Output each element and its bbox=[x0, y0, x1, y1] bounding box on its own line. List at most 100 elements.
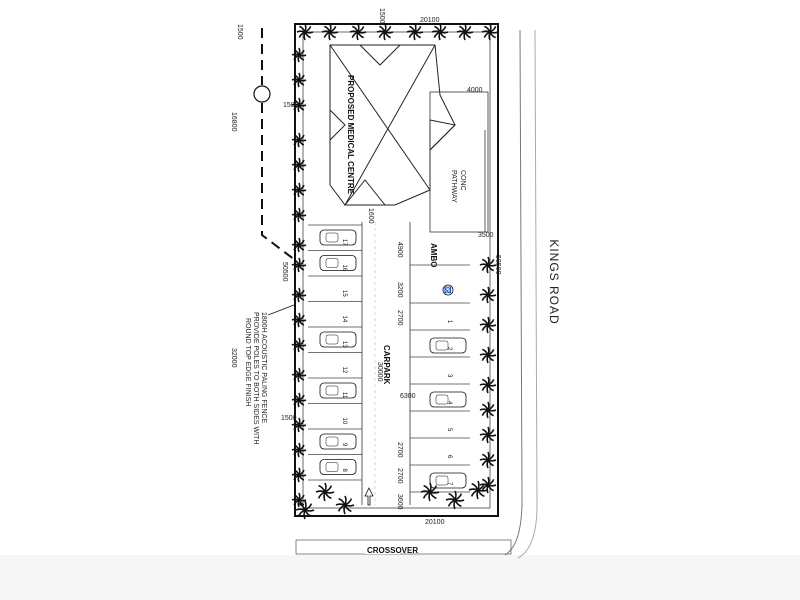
dim-2700-c: 2700 bbox=[396, 468, 403, 484]
bay-number: 13 bbox=[341, 341, 347, 348]
pathway-label-2: PATHWAY bbox=[450, 170, 457, 203]
palm-tree-icon bbox=[456, 23, 474, 41]
direction-arrow-icon bbox=[364, 487, 374, 506]
fence-note-line-2: PROVIDE POLES TO BOTH SIDES WITH bbox=[252, 312, 259, 444]
dim-left-top-1500: 1500 bbox=[283, 102, 299, 109]
dim-bottom-width: 20100 bbox=[425, 519, 445, 526]
left-parking-bays: 17 16 15 14 13 12 11 10 9 8 bbox=[308, 224, 362, 481]
dim-top-offset: 1500 bbox=[378, 8, 385, 24]
bay-number: 11 bbox=[341, 392, 347, 399]
palm-tree-icon bbox=[291, 47, 307, 63]
pathway-label-1: CONC bbox=[459, 170, 466, 191]
palm-tree-icon bbox=[291, 257, 307, 273]
palm-tree-icon bbox=[296, 23, 314, 41]
palm-tree-icon bbox=[291, 287, 307, 303]
bay-number: 3 bbox=[446, 374, 452, 378]
bay-number: 12 bbox=[341, 367, 347, 374]
carpark-label: CARPARK bbox=[382, 345, 391, 385]
accessible-parking-icon: ♿ bbox=[442, 284, 454, 296]
bay-number: 9 bbox=[341, 443, 347, 447]
ambo-label: AMBO bbox=[429, 243, 438, 267]
parking-bay-17: 17 bbox=[308, 224, 362, 246]
dim-left-32000: 32000 bbox=[230, 348, 237, 368]
bay-number: 2 bbox=[446, 347, 452, 351]
dim-right-3500: 3500 bbox=[478, 232, 494, 239]
dim-left-16800: 16800 bbox=[230, 112, 237, 132]
bay-number: 1 bbox=[446, 320, 452, 324]
palm-tree-icon bbox=[291, 72, 307, 88]
palm-tree-icon bbox=[479, 316, 497, 334]
palm-tree-icon bbox=[479, 256, 497, 274]
landscaping bbox=[291, 23, 499, 520]
tree-marker-icon bbox=[253, 85, 271, 103]
parking-bay-8: 8 bbox=[308, 454, 362, 475]
bay-number: 8 bbox=[341, 469, 347, 473]
parking-bay-12: 12 bbox=[308, 352, 362, 374]
svg-text:♿: ♿ bbox=[444, 286, 452, 294]
palm-tree-icon bbox=[479, 376, 497, 394]
bay-number: 17 bbox=[341, 239, 347, 246]
building-label: PROPOSED MEDICAL CENTRE bbox=[346, 75, 355, 195]
bay-number: 4 bbox=[446, 401, 452, 405]
palm-tree-icon bbox=[315, 482, 335, 502]
dim-left-bottom-1500: 1500 bbox=[281, 415, 297, 422]
dim-3600: 3600 bbox=[396, 494, 403, 510]
palm-tree-icon bbox=[406, 23, 424, 41]
palm-tree-icon bbox=[481, 23, 499, 41]
palm-tree-icon bbox=[291, 97, 307, 113]
palm-tree-icon bbox=[291, 132, 307, 148]
dim-3200: 3200 bbox=[396, 282, 403, 298]
dim-2700-b: 2700 bbox=[396, 442, 403, 458]
dim-overall-right: 50500 bbox=[494, 255, 501, 275]
bay-number: 5 bbox=[446, 428, 452, 432]
road-edge-line bbox=[504, 29, 523, 556]
parking-bay-5: 5 bbox=[410, 410, 470, 432]
parking-bay-13: 13 bbox=[308, 326, 362, 348]
parking-bay-6: 6 bbox=[410, 437, 470, 459]
dashed-boundary-line bbox=[261, 28, 296, 261]
parking-bay-15: 15 bbox=[308, 275, 362, 297]
palm-tree-icon bbox=[291, 417, 307, 433]
palm-tree-icon bbox=[479, 286, 497, 304]
palm-tree-icon bbox=[291, 367, 307, 383]
right-parking-bays: 1 2 3 4 5 6 7 bbox=[410, 264, 470, 493]
palm-tree-icon bbox=[321, 23, 339, 41]
dim-carpark-30000: 30000 bbox=[376, 362, 383, 382]
bay-number: 14 bbox=[341, 316, 347, 323]
parking-bay-14: 14 bbox=[308, 301, 362, 323]
dim-top-left-1500: 1500 bbox=[236, 24, 243, 40]
parking-bay-9: 9 bbox=[308, 428, 362, 450]
road-edge-line-2 bbox=[517, 29, 538, 559]
palm-tree-icon bbox=[295, 500, 315, 520]
bay-number: 10 bbox=[341, 418, 347, 425]
parking-bay-11: 11 bbox=[308, 377, 362, 399]
palm-tree-icon bbox=[291, 337, 307, 353]
palm-tree-icon bbox=[291, 157, 307, 173]
palm-tree-icon bbox=[291, 467, 307, 483]
palm-tree-icon bbox=[479, 426, 497, 444]
parking-bay-3: 3 bbox=[410, 356, 470, 378]
palm-tree-icon bbox=[291, 492, 307, 508]
palm-tree-icon bbox=[445, 490, 465, 510]
bay-number: 15 bbox=[341, 290, 347, 297]
bay-number: 6 bbox=[446, 455, 452, 459]
crossover-label: CROSSOVER bbox=[367, 546, 418, 555]
parking-bay-7: 7 bbox=[410, 464, 470, 489]
crossover: CROSSOVER bbox=[295, 539, 512, 555]
palm-tree-icon bbox=[291, 182, 307, 198]
palm-tree-icon bbox=[479, 346, 497, 364]
dim-aisle-6300: 6300 bbox=[400, 393, 416, 400]
fence-note-line-1: 1800H ACOUSTIC PALING FENCE bbox=[260, 312, 267, 423]
road-name: KINGS ROAD bbox=[547, 239, 561, 324]
dim-2700-a: 2700 bbox=[396, 310, 403, 326]
dim-4900: 4900 bbox=[396, 242, 403, 258]
palm-tree-icon bbox=[479, 451, 497, 469]
palm-tree-icon bbox=[291, 392, 307, 408]
parking-bay-1: 1 bbox=[410, 302, 470, 324]
fence-note-line-3: ROUND TOP EDGE FINISH bbox=[244, 318, 251, 406]
bay-number: 16 bbox=[341, 265, 347, 272]
palm-tree-icon bbox=[335, 495, 355, 515]
palm-tree-icon bbox=[420, 482, 440, 502]
dim-overall-left: 50500 bbox=[281, 262, 288, 282]
